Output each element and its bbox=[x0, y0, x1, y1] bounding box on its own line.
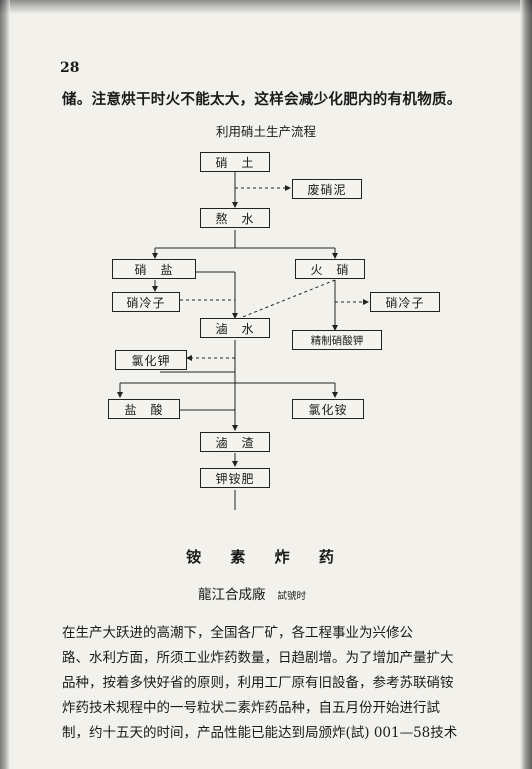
article-byline: 龍江合成廠試號时 bbox=[198, 583, 306, 603]
flow-node-jia-su-fei: 钾铵肥 bbox=[200, 468, 270, 488]
article-line-1: 在生产大跃进的高潮下，全国各厂矿，各工程事业为兴修公 bbox=[62, 625, 413, 641]
flow-node-lu-zha: 滷 渣 bbox=[200, 432, 270, 452]
flow-node-fei-xiao-ni: 废硝泥 bbox=[292, 179, 362, 199]
page-right-shadow bbox=[520, 0, 532, 769]
flow-node-xiao-lengzi-left: 硝冷子 bbox=[112, 292, 180, 312]
intro-paragraph-line: 储。注意烘干时火不能太大，这样会减少化肥内的有机物质。 bbox=[62, 91, 462, 108]
article-author: 龍江合成廠 bbox=[198, 587, 266, 603]
article-line-5: 制，约十五天的时间，产品性能已能达到局颁炸(試) 001—58技术 bbox=[62, 725, 458, 741]
page-number: 28 bbox=[60, 60, 80, 76]
flow-node-zhu-shui: 熬 水 bbox=[200, 208, 270, 228]
flow-node-xiao-yan: 硝 盐 bbox=[112, 259, 196, 279]
article-line-3: 品种，按着多快好省的原则，利用工厂原有旧設备，参考苏联硝铵 bbox=[62, 675, 454, 691]
flow-node-yan-suan: 盐 酸 bbox=[108, 399, 180, 419]
article-line-2: 路、水利方面，所须工业炸药数量，日趋剧增。为了增加产量扩大 bbox=[62, 650, 454, 666]
page-top-shadow bbox=[0, 0, 532, 14]
flow-node-xiao-tu: 硝 土 bbox=[200, 152, 270, 172]
flow-node-lv-hua-jia: 氯化钾 bbox=[115, 350, 187, 370]
flow-node-jingzhi-xiaosuanjia: 精制硝酸钾 bbox=[292, 330, 382, 350]
flow-node-lu-shui: 滷 水 bbox=[200, 318, 270, 338]
article-line-4: 炸药技术规程中的一号粒状二素炸药品种，自五月份开始进行試 bbox=[62, 700, 440, 716]
flowchart-title: 利用硝土生产流程 bbox=[215, 124, 316, 139]
flow-node-xiao-lengzi-right: 硝冷子 bbox=[370, 292, 440, 312]
page-left-shadow bbox=[0, 0, 10, 769]
flow-node-huo-xiao: 火 硝 bbox=[295, 259, 365, 279]
article-author-note: 試號时 bbox=[277, 591, 307, 602]
flow-node-lv-hua-an: 氯化铵 bbox=[292, 399, 364, 419]
article-title: 铵 素 炸 药 bbox=[186, 548, 346, 566]
